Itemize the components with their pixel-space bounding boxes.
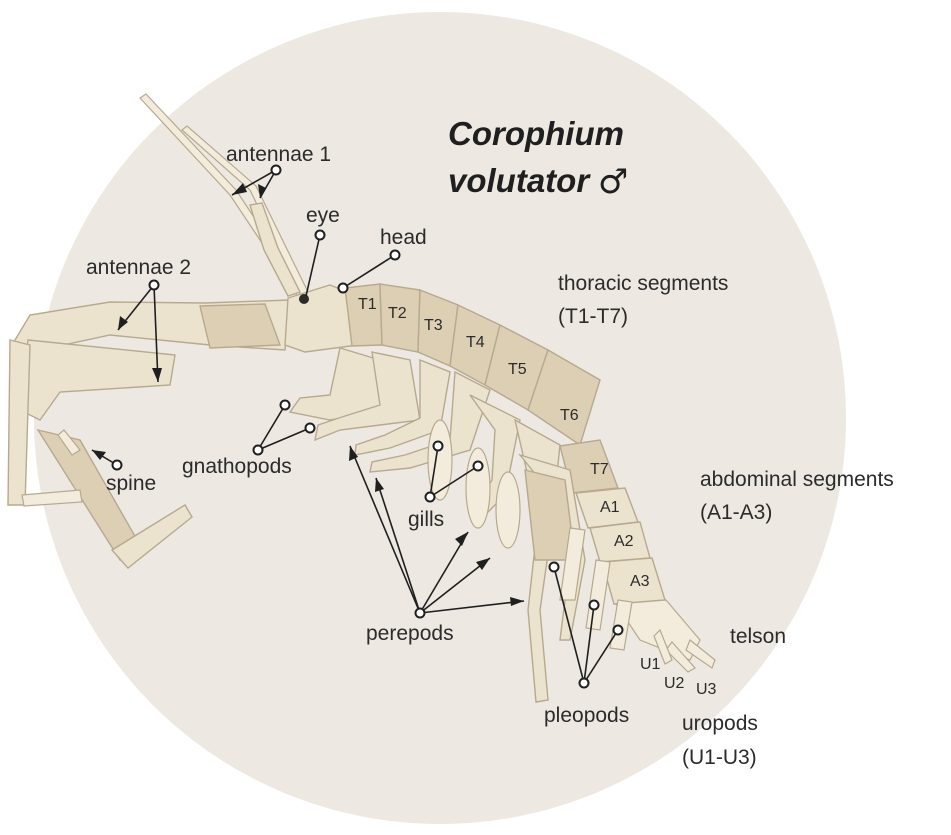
label-pleopods: pleopods — [544, 704, 629, 727]
label-head: head — [380, 226, 427, 249]
seg-t4: T4 — [466, 334, 485, 351]
label-thoracic-line2: (T1-T7) — [558, 305, 628, 328]
seg-a1: A1 — [600, 499, 620, 516]
label-thoracic-line1: thoracic segments — [558, 272, 728, 295]
label-abdominal-line1: abdominal segments — [700, 468, 894, 491]
seg-t1: T1 — [358, 296, 377, 313]
label-eye: eye — [306, 204, 340, 227]
label-uropods-line2: (U1-U3) — [682, 746, 757, 769]
label-gnathopods: gnathopods — [182, 455, 292, 478]
label-gills: gills — [408, 508, 444, 531]
label-perepods: perepods — [366, 622, 454, 645]
label-telson: telson — [730, 625, 786, 648]
species-title-line1: Corophium — [448, 115, 624, 152]
seg-t5: T5 — [508, 361, 527, 378]
label-spine: spine — [106, 472, 156, 495]
seg-u1: U1 — [640, 656, 661, 673]
seg-t3: T3 — [424, 317, 443, 334]
label-antennae-1: antennae 1 — [226, 143, 331, 166]
seg-a2: A2 — [614, 533, 634, 550]
seg-u3: U3 — [696, 681, 717, 698]
seg-a3: A3 — [630, 573, 650, 590]
seg-u2: U2 — [664, 675, 685, 692]
species-title-line2: volutator — [448, 162, 591, 199]
seg-t7: T7 — [590, 461, 609, 478]
seg-t6: T6 — [560, 407, 579, 424]
label-antennae-2: antennae 2 — [86, 256, 191, 279]
label-uropods-line1: uropods — [682, 712, 758, 735]
seg-t2: T2 — [388, 305, 407, 322]
male-symbol: ♂ — [598, 162, 628, 202]
eye-spot — [299, 294, 309, 304]
label-abdominal-line2: (A1-A3) — [700, 501, 772, 524]
